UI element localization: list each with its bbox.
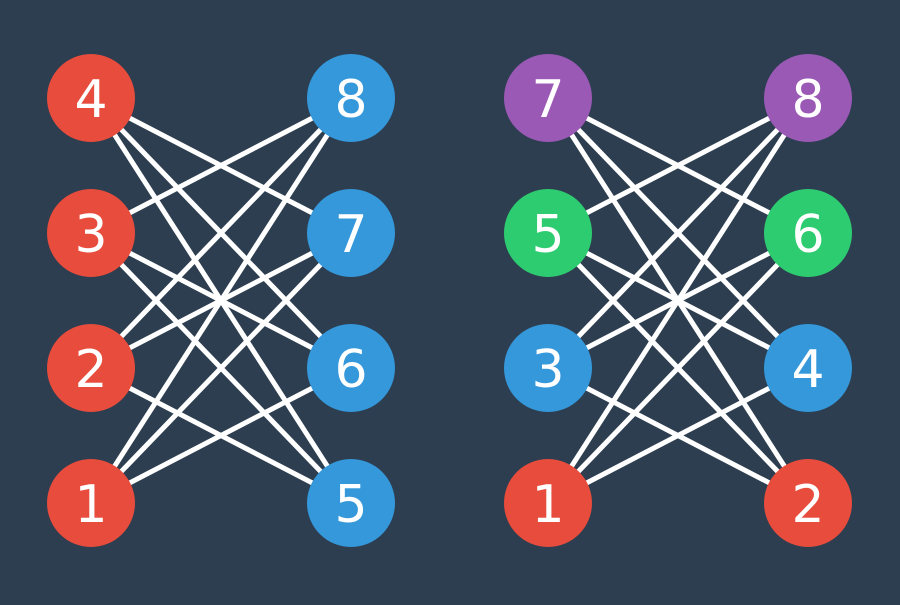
node-circle	[47, 54, 135, 142]
node-circle	[504, 54, 592, 142]
node-label: 5	[531, 205, 564, 265]
edge-R3-R8	[545, 95, 811, 371]
node-L3: 3	[47, 189, 135, 277]
node-label: 5	[334, 475, 367, 535]
node-circle	[504, 324, 592, 412]
node-circle	[764, 459, 852, 547]
node-L7: 7	[307, 189, 395, 277]
node-circle	[47, 324, 135, 412]
node-R3: 3	[504, 324, 592, 412]
edge-L1-L8	[88, 95, 354, 506]
node-circle	[307, 459, 395, 547]
node-label: 1	[74, 475, 107, 535]
node-circle	[504, 459, 592, 547]
node-R5: 5	[504, 189, 592, 277]
node-R8: 8	[764, 54, 852, 142]
edge-L3-L8	[88, 95, 354, 236]
node-circle	[307, 54, 395, 142]
edge-L2-L8	[88, 95, 354, 371]
node-circle	[307, 189, 395, 277]
node-label: 4	[791, 340, 824, 400]
node-label: 7	[531, 70, 564, 130]
node-L1: 1	[47, 459, 135, 547]
node-label: 3	[74, 205, 107, 265]
node-label: 4	[74, 70, 107, 130]
node-L6: 6	[307, 324, 395, 412]
edge-R1-R4	[545, 365, 811, 506]
right-graph: 7 5 3 1 8 6 4 2	[504, 54, 852, 547]
left-graph: 4 3 2 1 8 7 6 5	[47, 54, 395, 547]
edge-R1-R8	[545, 95, 811, 506]
left-graph-edges	[88, 95, 354, 506]
edge-L1-L7	[88, 230, 354, 506]
node-circle	[47, 189, 135, 277]
node-circle	[764, 324, 852, 412]
node-L8: 8	[307, 54, 395, 142]
right-graph-edges	[545, 95, 811, 506]
right-graph-nodes: 7 5 3 1 8 6 4 2	[504, 54, 852, 547]
edge-L1-L6	[88, 365, 354, 506]
node-circle	[764, 189, 852, 277]
node-label: 8	[334, 70, 367, 130]
node-label: 6	[334, 340, 367, 400]
node-label: 1	[531, 475, 564, 535]
node-R7: 7	[504, 54, 592, 142]
node-circle	[47, 459, 135, 547]
node-label: 3	[531, 340, 564, 400]
node-circle	[504, 189, 592, 277]
node-label: 2	[74, 340, 107, 400]
node-R2: 2	[764, 459, 852, 547]
node-L5: 5	[307, 459, 395, 547]
node-label: 8	[791, 70, 824, 130]
node-R1: 1	[504, 459, 592, 547]
edge-R1-R6	[545, 230, 811, 506]
left-graph-nodes: 4 3 2 1 8 7 6 5	[47, 54, 395, 547]
node-circle	[307, 324, 395, 412]
node-label: 7	[334, 205, 367, 265]
node-circle	[764, 54, 852, 142]
edge-R5-R8	[545, 95, 811, 236]
node-L4: 4	[47, 54, 135, 142]
node-label: 2	[791, 475, 824, 535]
node-R6: 6	[764, 189, 852, 277]
node-L2: 2	[47, 324, 135, 412]
node-R4: 4	[764, 324, 852, 412]
node-label: 6	[791, 205, 824, 265]
